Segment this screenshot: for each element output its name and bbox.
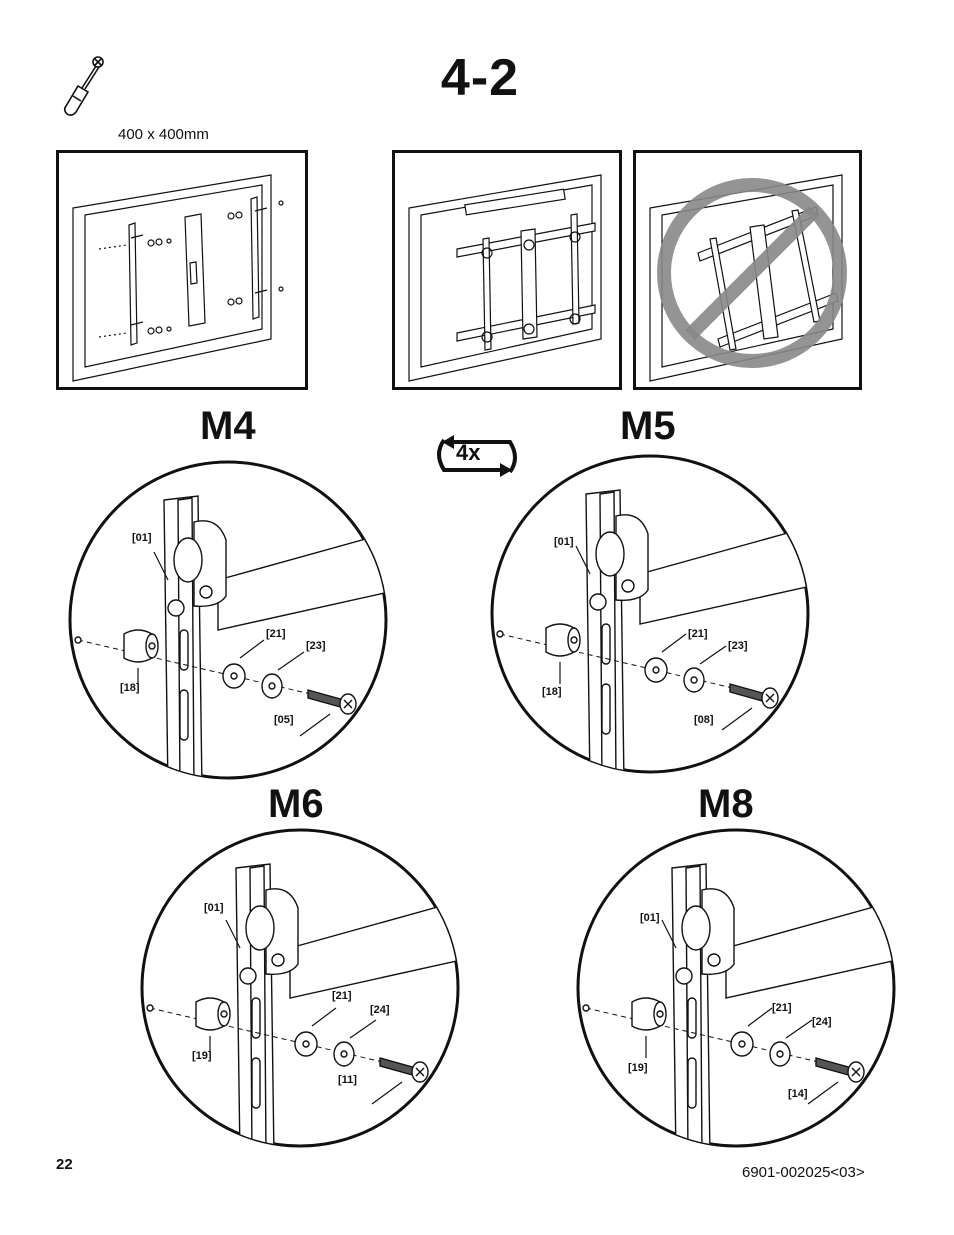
detail-m6-illustration xyxy=(140,828,462,1150)
bolt-size-m4: M4 xyxy=(200,404,256,448)
step-title: 4-2 xyxy=(440,49,520,107)
repeat-arrows-icon xyxy=(437,435,517,477)
bolt-size-m6: M6 xyxy=(268,782,324,826)
detail-m5-illustration xyxy=(490,454,812,776)
panel-correct-installation xyxy=(392,150,622,390)
page-number: 22 xyxy=(56,1156,73,1173)
callout-spacer: [19] xyxy=(628,1062,648,1074)
size-label: 400 x 400mm xyxy=(118,126,209,143)
document-number: 6901-002025<03> xyxy=(742,1164,865,1181)
repeat-count: 4x xyxy=(456,440,481,465)
callout-washer-2: [23] xyxy=(306,640,326,652)
callout-screw: [11] xyxy=(338,1074,357,1086)
callout-spacer: [19] xyxy=(192,1050,212,1062)
callout-bracket: [01] xyxy=(554,536,574,548)
callout-bracket: [01] xyxy=(640,912,660,924)
callout-washer-1: [21] xyxy=(332,990,352,1002)
callout-bracket: [01] xyxy=(204,902,224,914)
callout-screw: [05] xyxy=(274,714,294,726)
detail-m8-illustration xyxy=(576,828,898,1150)
callout-bracket: [01] xyxy=(132,532,152,544)
detail-m5: [01] [18] [21] [23] [08] xyxy=(490,454,812,776)
callout-spacer: [18] xyxy=(542,686,562,698)
bolt-size-m8: M8 xyxy=(698,782,754,826)
callout-washer-1: [21] xyxy=(688,628,708,640)
callout-washer-2: [23] xyxy=(728,640,748,652)
detail-m4: [01] [18] [21] [23] [05] xyxy=(68,460,390,782)
screwdriver-icon xyxy=(63,56,104,116)
callout-spacer: [18] xyxy=(120,682,140,694)
detail-m8: [01] [19] [21] [24] [14] xyxy=(576,828,898,1150)
callout-washer-2: [24] xyxy=(812,1016,832,1028)
panel-exploded-assembly xyxy=(56,150,308,390)
tv-back-correct-illustration xyxy=(408,174,602,382)
prohibited-icon xyxy=(657,178,847,368)
callout-washer-1: [21] xyxy=(266,628,286,640)
bolt-size-m5: M5 xyxy=(620,404,676,448)
panel-incorrect-installation xyxy=(633,150,862,390)
callout-washer-1: [21] xyxy=(772,1002,792,1014)
detail-m4-illustration xyxy=(68,460,390,782)
tv-back-incorrect-illustration xyxy=(649,174,847,382)
detail-m6: [01] [19] [21] [24] [11] xyxy=(140,828,462,1150)
callout-screw: [08] xyxy=(694,714,714,726)
callout-washer-2: [24] xyxy=(370,1004,390,1016)
callout-screw: [14] xyxy=(788,1088,808,1100)
tv-back-exploded-illustration xyxy=(72,174,284,382)
